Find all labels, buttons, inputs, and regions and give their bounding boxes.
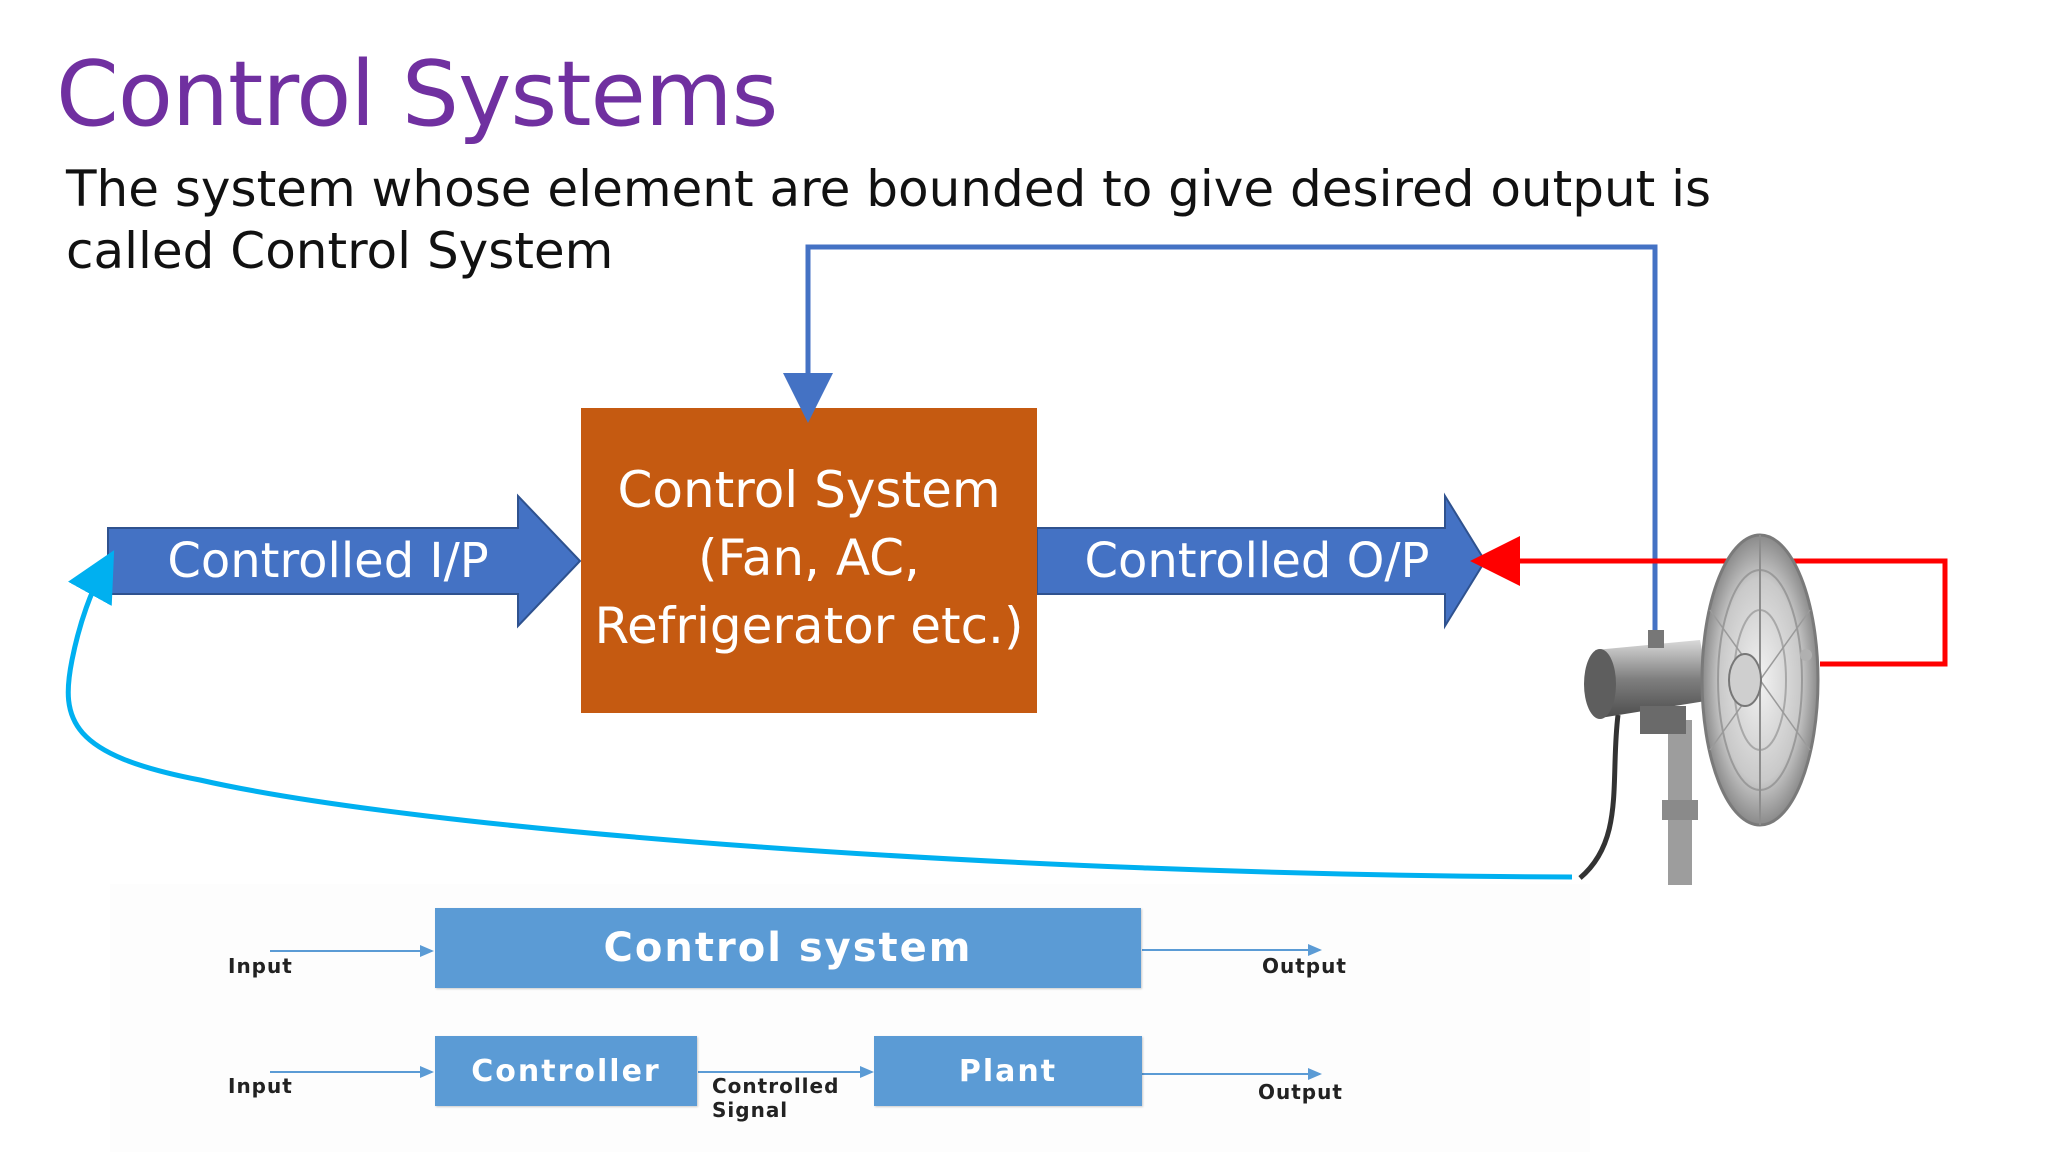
block-diagram-panel: Input Control system Output Input Contro…	[110, 884, 1590, 1152]
box-line-3: Refrigerator etc.)	[594, 597, 1024, 655]
control-system-box-label: Control System (Fan, AC, Refrigerator et…	[581, 456, 1037, 660]
block-diagram-connectors	[270, 944, 1322, 1080]
output-block-arrow	[1036, 492, 1487, 630]
blue-feedback-line	[783, 244, 1658, 630]
top-output-label: Output	[1262, 954, 1347, 978]
top-input-label: Input	[228, 954, 293, 978]
plant-block: Plant	[874, 1036, 1142, 1106]
input-block-arrow	[107, 493, 582, 629]
input-arrow-label: Controlled I/P	[167, 533, 489, 589]
bottom-input-label: Input	[228, 1074, 293, 1098]
controlled-signal-line-2: Signal	[712, 1098, 789, 1122]
controlled-signal-line-1: Controlled	[712, 1074, 840, 1098]
slide-subtitle: The system whose element are bounded to …	[66, 160, 1712, 280]
red-feedback-line	[1470, 536, 1948, 667]
control-system-block: Control system	[435, 908, 1141, 988]
control-system-box	[581, 408, 1037, 713]
cyan-feedback-curve	[65, 550, 1573, 880]
bottom-output-label: Output	[1258, 1080, 1343, 1104]
controlled-signal-label: Controlled Signal	[712, 1074, 839, 1122]
slide-title: Control Systems	[56, 42, 778, 147]
box-line-1: Control System	[617, 461, 1001, 519]
box-line-2: (Fan, AC,	[698, 529, 920, 587]
controller-block: Controller	[435, 1036, 697, 1106]
table-fan-icon	[1578, 533, 1820, 885]
output-arrow-label: Controlled O/P	[1084, 533, 1430, 589]
